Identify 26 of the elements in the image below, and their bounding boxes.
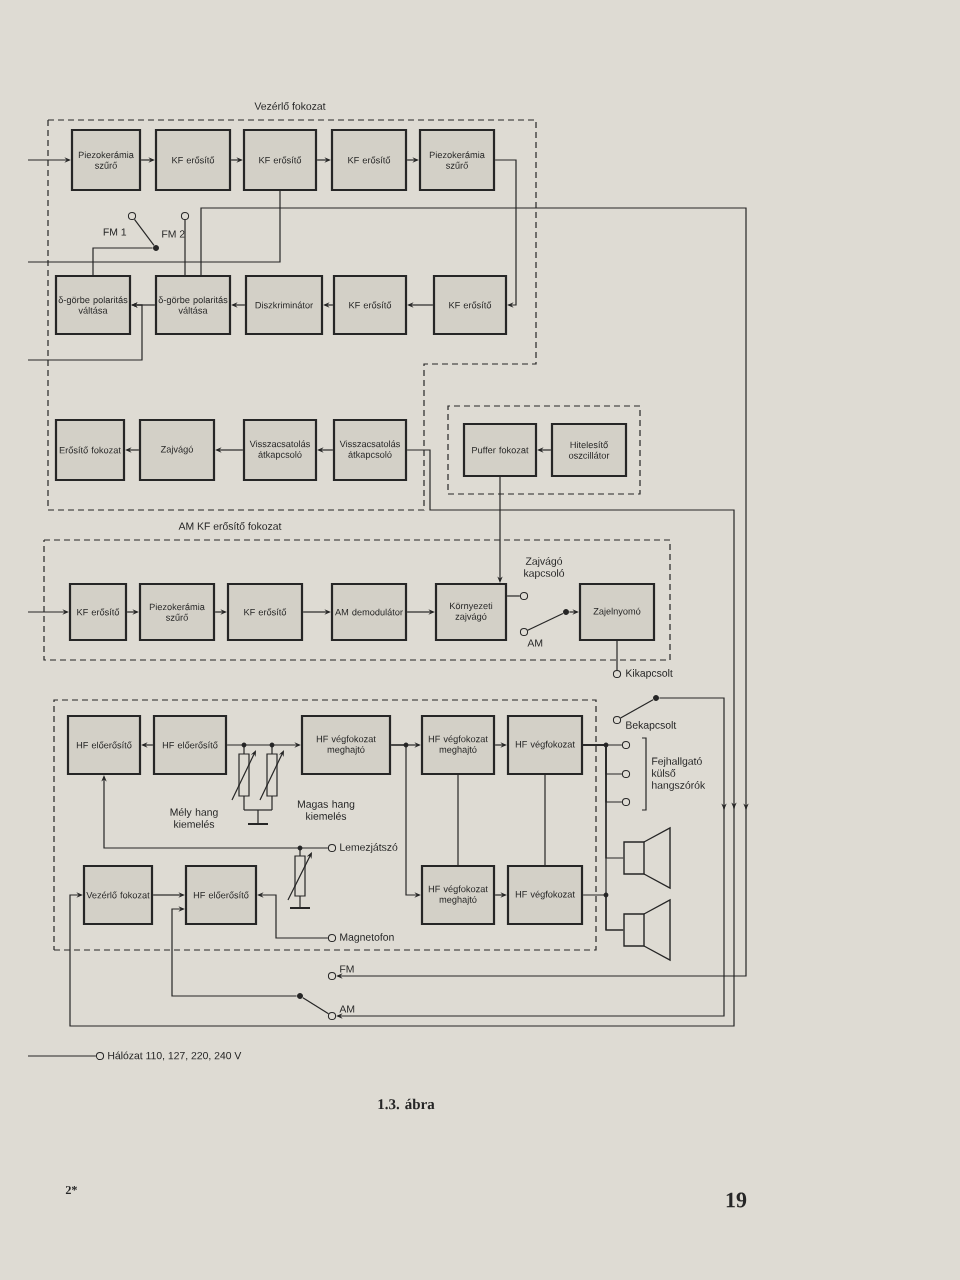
- connector-line: [544, 774, 546, 866]
- switch-pivot: [563, 609, 569, 615]
- connector-line: [200, 207, 749, 979]
- connector-line: [171, 906, 298, 997]
- connector-line: [27, 1055, 97, 1057]
- switch-pivot: [653, 695, 659, 701]
- dashed-group-frame: [53, 699, 597, 951]
- connector-line: [302, 997, 330, 1015]
- connector-line: [582, 894, 624, 931]
- connector-line: [619, 699, 654, 719]
- connector-line: [494, 159, 517, 308]
- connector-line: [92, 247, 154, 276]
- connector-line: [527, 612, 564, 631]
- connector-line: [69, 449, 737, 1027]
- loudspeaker-symbol: [623, 826, 671, 890]
- switch-pivot: [297, 993, 303, 999]
- connector-line: [457, 774, 459, 866]
- loudspeaker-symbol: [623, 898, 671, 962]
- connector-line: [133, 218, 155, 246]
- connector-line: [184, 219, 186, 276]
- connector-line: [616, 640, 618, 671]
- page-number: 19: [726, 1192, 747, 1208]
- connector-line: [27, 190, 281, 263]
- switch-pivot: [153, 245, 159, 251]
- connector-line: [506, 595, 521, 597]
- dashed-group-frame: [447, 405, 641, 495]
